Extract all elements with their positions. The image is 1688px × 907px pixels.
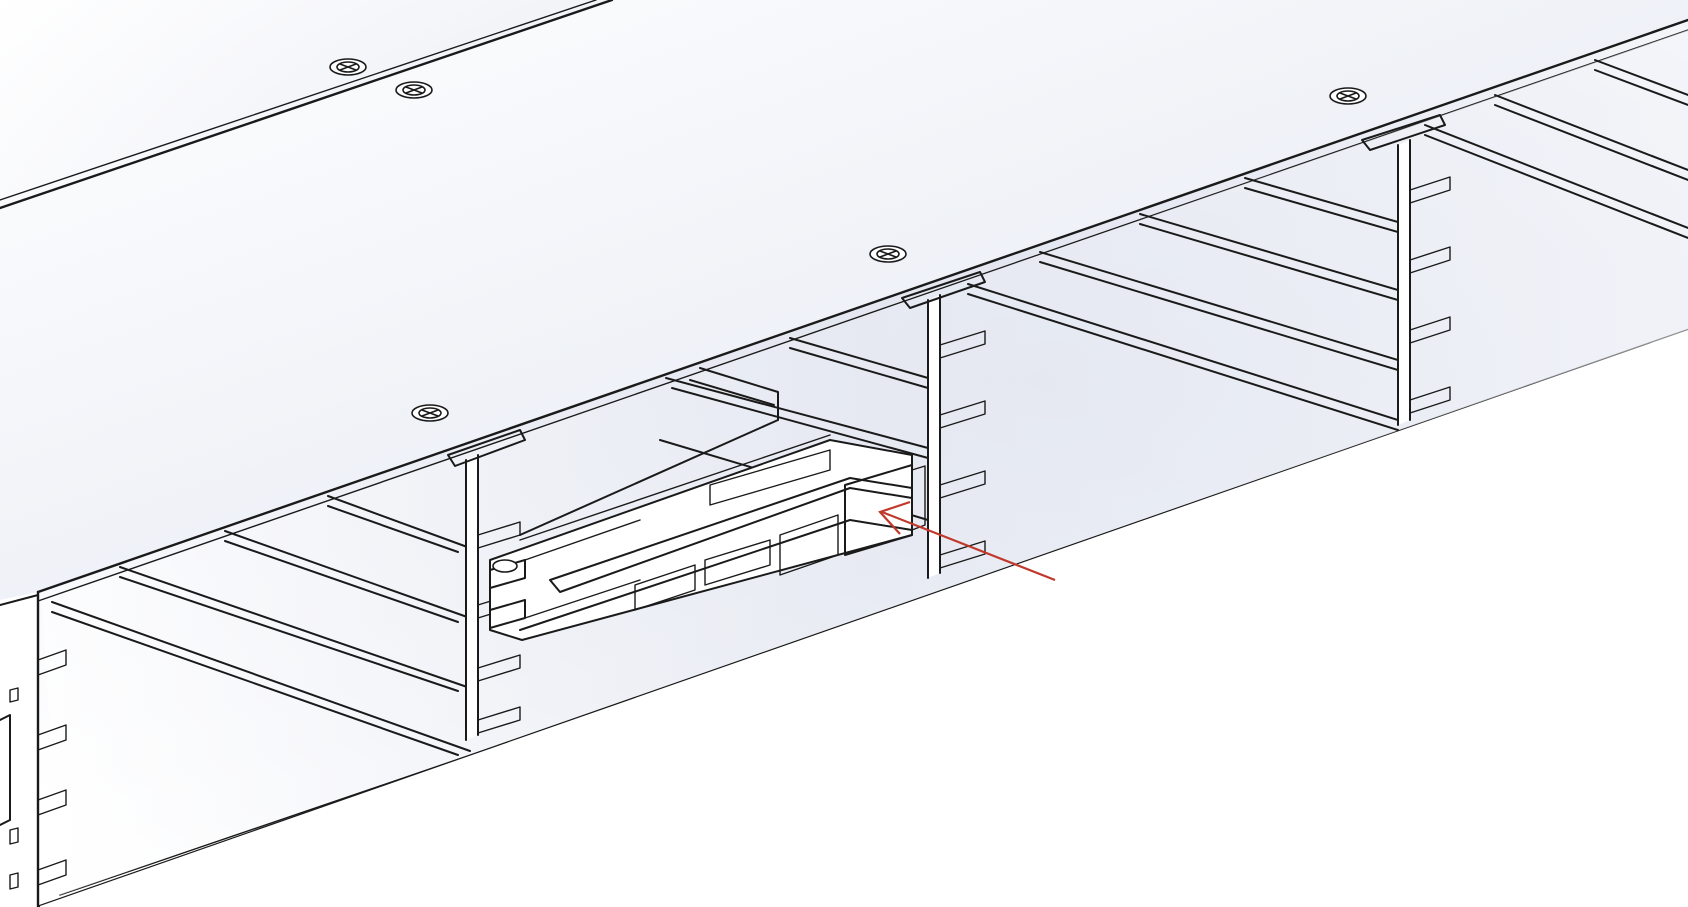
chassis-top-cover bbox=[0, 0, 1688, 600]
screw-4 bbox=[1329, 87, 1367, 105]
screw-5 bbox=[411, 404, 449, 422]
divider-2 bbox=[901, 271, 986, 579]
chassis-front-top-edge bbox=[36, 18, 1688, 594]
annotation-arrow bbox=[878, 500, 1056, 582]
screw-1 bbox=[329, 58, 367, 76]
rails-bay-3 bbox=[967, 177, 1399, 431]
drive-tray bbox=[489, 367, 926, 641]
chassis-left-end bbox=[0, 590, 67, 907]
divider-3 bbox=[1361, 114, 1451, 426]
divider-1 bbox=[447, 429, 526, 741]
rails-bay-1 bbox=[51, 495, 471, 756]
bay-floor bbox=[40, 330, 1688, 907]
top-cover-edge-inner bbox=[0, 0, 597, 201]
screw-3 bbox=[869, 245, 907, 263]
top-cover-edge bbox=[0, 0, 614, 210]
chassis-front-top-edge-inner bbox=[37, 29, 1688, 602]
screw-2 bbox=[395, 81, 433, 99]
rails-bay-4 bbox=[1424, 59, 1688, 239]
